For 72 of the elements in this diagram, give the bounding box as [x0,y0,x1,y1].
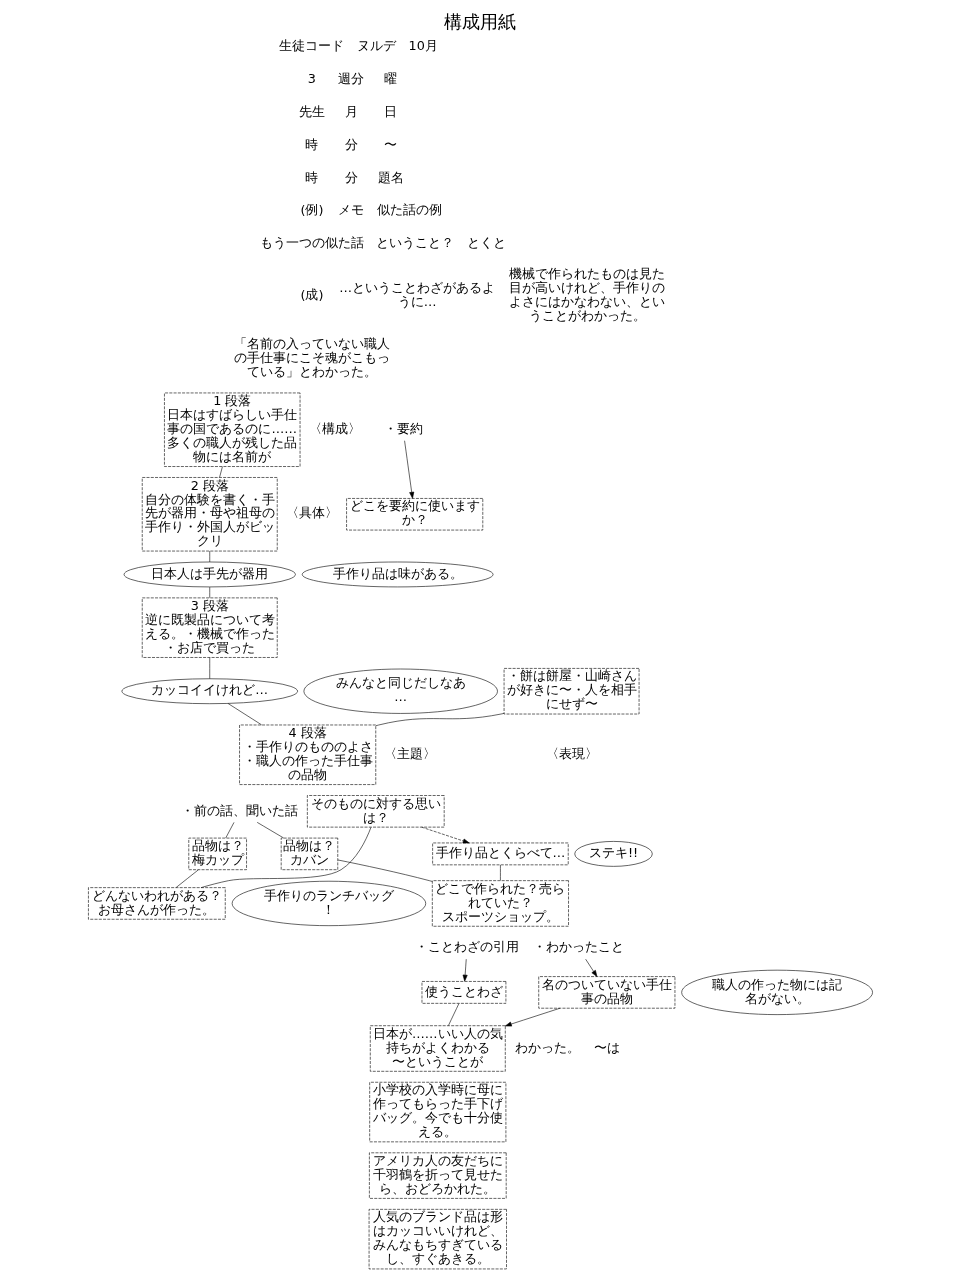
label: 先生 [298,103,325,119]
node-box: アメリカ人の友だちに千羽鶴を折って見せたら、おどろかれた。 [368,1152,506,1199]
node-box: 3 段落 逆に既製品について考える。・機械で作った・お店で買った [141,597,278,658]
arrow [462,958,468,982]
label: 分 [344,169,358,185]
node-ellipse: ステキ!! [573,841,653,867]
node-box: 人気のブランド品は形はカッコいいけれど、みんなもちすぎているし、すぐあきる。 [368,1209,507,1270]
connector [200,827,371,888]
label: もう一つの似た話 [259,235,364,251]
node-ellipse: 手作り品は味がある。 [301,561,493,588]
label: 機械で作られたものは見た目が高いけれど、手作りのよさにはかなわない、ということがわかった。 [508,265,665,323]
node-label: 〈具体〉 [285,505,338,521]
node-text: ・要約 [383,420,423,436]
node-text: ・前の話、聞いた話 [180,802,298,818]
node-label: わかった。 [514,1039,580,1055]
label: 日 [383,103,397,119]
node-box: ・餅は餅屋・山崎さんが好きに〜・人を相手にせず〜 [503,668,639,715]
node-box: 小学校の入学時に母に作ってもらった手下げバッグ。今でも十分使える。 [368,1081,506,1143]
label: …ということわざがあるように… [338,279,495,309]
label: 分 [344,136,358,152]
node-label: 〈主題〉 [383,745,436,761]
node-label: 〈構成〉 [308,420,361,436]
node-ellipse: カッコイイけれど… [121,678,298,704]
label: 週分 [337,70,364,86]
label: 3 [307,70,316,86]
arrow [403,440,414,499]
node-ellipse: みんなと同じだしなあ… [303,668,498,714]
node-box: 手作り品とくらべて… [431,842,569,866]
connector [175,869,199,888]
node-box: 2 段落 自分の体験を書く・手先が器用・母や祖母の手作り・外国人がビックリ [141,477,278,552]
node-ellipse: 職人の作った物には記名がない。 [680,969,873,1015]
label: 月 [344,103,358,119]
arrow [584,958,597,977]
node-box: 日本が……いい人の気持ちがよくわかる 〜ということが [369,1025,506,1072]
node-box: 品物は？ 梅カップ [187,837,247,870]
node-box: どこで作られた？売られていた？ スポーツショップ。 [431,880,569,927]
node-label: 〈表現〉 [545,745,598,761]
diagram-title: 構成用紙 [444,11,516,33]
label: 時 [304,169,318,185]
node-box: 4 段落 ・手作りのもののよさ・職人の作った手仕事の品物 [238,724,376,785]
arrow [420,826,469,844]
label: メモ [337,202,364,218]
node-ellipse: 手作りのランチバッグ！ [231,880,426,926]
node-label: 〜は [593,1039,620,1055]
label: 時 [304,136,318,152]
node-text: ・わかったこと [532,939,624,955]
label: 「名前の入っていない職人の手仕事にこそ魂がこもっている」とわかった。 [233,336,390,380]
label: 〜 [383,136,397,152]
label: 題名 [377,169,404,185]
connector [375,713,504,727]
label: ヌルデ [356,38,396,54]
node-box: 名のついていない手仕事の品物 [537,976,675,1009]
connector [337,859,433,882]
connector [208,657,210,679]
label: (例) [299,202,323,218]
node-box: どんないわれがある？ お母さんが作った。 [87,887,226,920]
label: (成) [299,286,323,302]
node-ellipse: 日本人は手先が器用 [123,561,296,588]
label: 曜 [383,70,397,86]
label: 似た話の例 [376,202,442,218]
connector [227,703,262,726]
node-box: そのものに対する思いは？ [306,795,444,828]
node-box: どこを要約に使いますか？ [345,498,483,531]
node-box: 1 段落 日本はすばらしい手仕事の国であるのに……多くの職人が残した品物には名前が [163,392,300,467]
label: とくと [466,235,506,251]
arrow [504,1007,560,1027]
label: ということ？ [375,235,454,251]
label: 生徒コード [278,38,344,54]
node-text: ・ことわざの引用 [414,939,519,955]
node-box: 使うことわざ [421,981,506,1004]
node-box: 品物は？ カバン [280,837,338,870]
label: 10月 [408,38,438,54]
